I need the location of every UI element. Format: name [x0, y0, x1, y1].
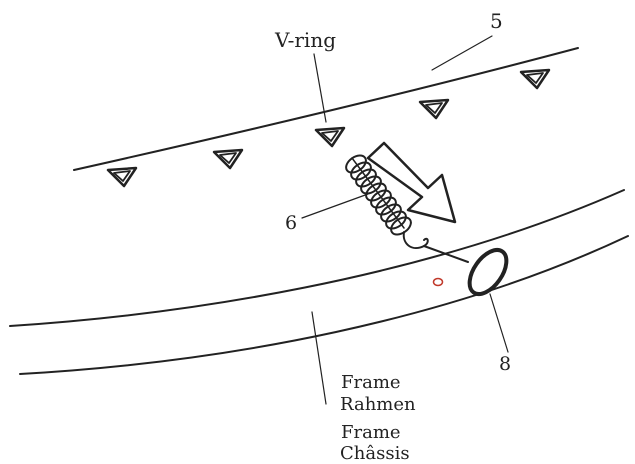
frame-lower-curve — [19, 235, 629, 375]
v-ring-clip — [519, 68, 551, 90]
direction-arrow — [366, 141, 457, 224]
v-ring-clip — [418, 98, 450, 120]
label-frame-de: Rahmen — [340, 394, 416, 415]
frame-hole-marker — [432, 277, 444, 287]
v-ring-clip — [212, 148, 244, 170]
leader-line-vring — [313, 53, 327, 123]
leader-line-8 — [489, 293, 509, 353]
label-frame-en: Frame — [341, 372, 401, 393]
label-frame-fr-1: Frame — [341, 422, 401, 443]
frame-eyelet-ring — [467, 248, 509, 296]
leader-line-5 — [431, 35, 493, 71]
label-6: 6 — [285, 212, 297, 234]
leader-line-frame — [311, 311, 327, 405]
label-frame-fr-2: Châssis — [340, 443, 410, 464]
label-8: 8 — [499, 353, 511, 375]
v-ring-clip — [106, 166, 138, 188]
v-ring-clips — [106, 68, 551, 188]
label-vring: V-ring — [274, 28, 336, 52]
tension-spring — [345, 154, 469, 263]
leader-line-6 — [301, 193, 369, 219]
label-5: 5 — [490, 9, 503, 33]
frame-upper-curve — [9, 189, 625, 327]
v-ring-clip — [314, 126, 346, 148]
outer-rim-curve — [73, 47, 579, 171]
